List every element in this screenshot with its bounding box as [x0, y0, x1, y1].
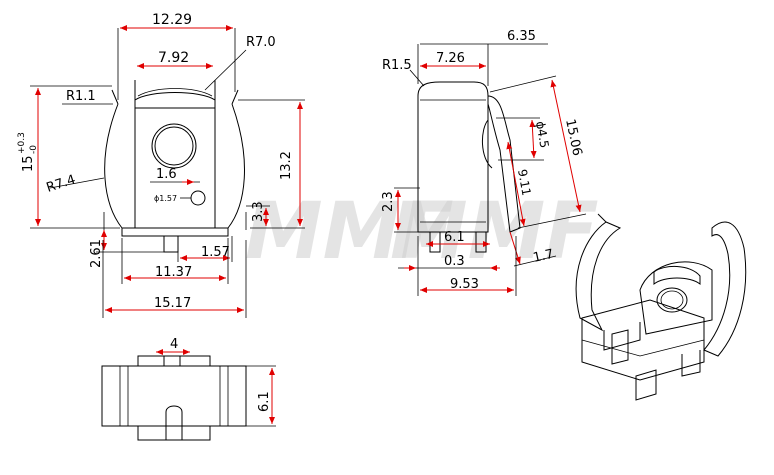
dim-side-top-width: 7.26: [436, 51, 465, 66]
bottom-outline: [101, 365, 247, 427]
iso-back-wall: [639, 261, 713, 335]
dim-overall-width: 15.17: [154, 296, 191, 311]
dim-side-hole-height: 9.11: [515, 168, 533, 197]
bottom-slot: [165, 405, 183, 440]
dim-radius-side: R7.4: [45, 172, 78, 195]
small-hole: [190, 190, 206, 206]
iso-pin-right: [681, 350, 701, 377]
bottom-lower-frame: [137, 426, 211, 441]
dim-side-overall-depth: 9.53: [450, 277, 479, 292]
side-clip: [487, 95, 521, 233]
contact-hole-outer: [151, 123, 197, 169]
front-side-feet: [103, 212, 247, 230]
front-pin: [163, 235, 179, 253]
dim-side-pin-offset: 0.3: [444, 254, 465, 269]
bottom-notch: [163, 355, 181, 367]
iso-base: [581, 299, 705, 381]
front-top-lip: [134, 92, 216, 109]
iso-front-frame: [603, 322, 641, 351]
dim-foot-height: 3.3: [251, 201, 266, 222]
front-lip-edge: [137, 88, 213, 97]
iso-pin-front: [635, 369, 657, 401]
dim-inner-base: 11.37: [155, 265, 192, 280]
dim-height-tol-minus: -0: [29, 145, 39, 154]
dim-side-depth: 6.35: [507, 29, 536, 44]
dim-hole-dia: ϕ1.57: [154, 194, 177, 203]
bottom-top-notch-frame: [137, 355, 211, 366]
dim-side-hole-dia: ϕ4.5: [533, 120, 551, 149]
dim-pin-height: 2.61: [89, 239, 104, 268]
dim-radius-left: R1.1: [66, 89, 96, 104]
iso-pin-left: [611, 329, 629, 365]
dim-side-height: 15.06: [562, 118, 584, 158]
iso-right-clip: [703, 221, 747, 357]
bottom-view: 4 6.1: [101, 337, 276, 441]
dim-hole-offset: 1.6: [156, 167, 177, 182]
isometric-view: [575, 213, 747, 401]
front-view: 12.29 R7.0 7.92 R1.1 15 +0.3 -0 R7.4 1.6…: [17, 12, 305, 318]
dim-height-tol-plus: +0.3: [17, 132, 27, 154]
contact-hole-inner: [154, 126, 194, 166]
dim-bottom-depth: 6.1: [257, 391, 272, 412]
dim-side-clip-height: 2.3: [381, 191, 396, 212]
front-body-outline: [104, 103, 245, 229]
iso-top-lip: [653, 266, 701, 286]
iso-contact-hole: [656, 287, 688, 313]
dim-radius-top: R7.0: [246, 35, 276, 50]
side-hole-curve: [482, 119, 493, 169]
dim-height: 15: [21, 155, 36, 172]
dim-side-tab-width: 1.7: [532, 247, 555, 266]
dim-bottom-notch-width: 4: [170, 337, 178, 352]
dim-width-top: 12.29: [152, 12, 192, 28]
dim-pin-width: 1.57: [201, 245, 230, 260]
dim-inner-width: 7.92: [158, 50, 189, 66]
dim-side-pin-spacing: 6.1: [444, 230, 465, 245]
front-clip-tips: [111, 89, 239, 105]
iso-left-clip: [575, 221, 622, 332]
dim-right-height: 13.2: [279, 151, 294, 180]
dim-side-radius: R1.5: [382, 58, 412, 73]
front-inner-walls: [134, 80, 216, 228]
front-base: [121, 228, 229, 237]
